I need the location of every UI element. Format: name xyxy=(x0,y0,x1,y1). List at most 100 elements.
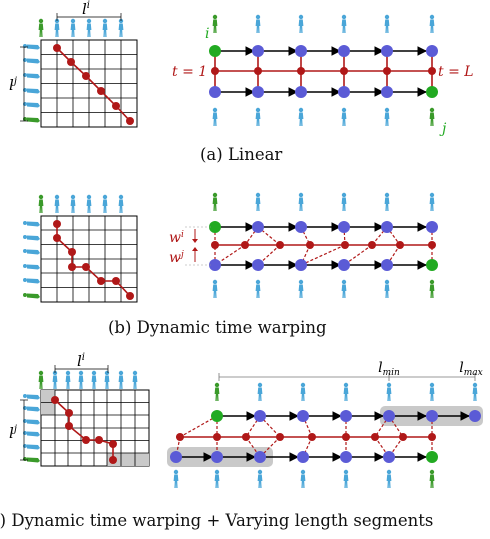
person-figure-icon xyxy=(386,382,392,401)
label-j: j xyxy=(439,121,447,137)
label-li: l xyxy=(82,0,87,18)
person-figure-icon xyxy=(298,192,304,211)
person-figure-icon xyxy=(118,18,124,37)
person-figure-icon xyxy=(429,279,435,298)
label-wj: w xyxy=(169,250,181,266)
person-figure-icon xyxy=(429,382,435,401)
svg-text:lj: lj xyxy=(9,76,17,94)
person-figure-icon xyxy=(23,58,40,64)
svg-text:li: li xyxy=(82,0,90,18)
person-figure-icon xyxy=(298,107,304,126)
label-tL: t = L xyxy=(438,64,474,80)
person-figure-icon xyxy=(212,14,218,34)
matrix-a: li lj xyxy=(9,0,138,128)
person-figure-icon xyxy=(23,278,40,284)
person-figure-icon xyxy=(300,469,306,488)
person-figure-icon xyxy=(255,107,261,126)
sequence-b: wi wj xyxy=(169,192,438,298)
person-figure-icon xyxy=(52,370,58,389)
person-figure-icon xyxy=(341,14,347,34)
person-figure-icon xyxy=(341,107,347,126)
svg-text:li: li xyxy=(77,352,85,370)
person-figure-icon xyxy=(386,469,392,488)
person-figure-icon xyxy=(384,107,390,126)
caption-a: (a) Linear xyxy=(200,145,283,164)
label-li-c: l xyxy=(77,352,82,370)
person-figure-icon xyxy=(78,370,84,389)
person-figure-icon xyxy=(212,192,218,211)
person-figure-icon xyxy=(257,469,263,488)
person-figure-icon xyxy=(102,18,108,37)
person-figure-icon xyxy=(341,192,347,211)
person-figure-icon xyxy=(212,107,218,126)
person-figure-icon xyxy=(38,370,44,389)
person-figure-icon xyxy=(104,370,110,389)
person-figure-icon xyxy=(384,14,390,34)
person-figure-icon xyxy=(70,18,76,37)
person-figure-icon xyxy=(23,73,40,79)
person-figure-icon xyxy=(23,394,40,400)
person-figure-icon xyxy=(343,382,349,401)
svg-text:wi: wi xyxy=(169,230,184,246)
person-figure-icon xyxy=(54,194,60,213)
person-figure-icon xyxy=(298,279,304,298)
person-figure-icon xyxy=(102,194,108,213)
label-wi: w xyxy=(169,230,181,246)
label-lmax: l xyxy=(459,360,463,376)
person-figure-icon xyxy=(65,370,71,389)
panel-a: li lj xyxy=(9,0,474,137)
panel-b: wi wj xyxy=(23,192,438,303)
person-figure-icon xyxy=(23,444,40,450)
person-figure-icon xyxy=(429,14,435,34)
sequence-c: lmin lmax xyxy=(167,360,483,488)
matrix-c: li lj xyxy=(9,352,150,467)
person-figure-icon xyxy=(38,194,44,213)
sequence-a: i j t = 1 t = L xyxy=(172,14,474,137)
caption-b: (b) Dynamic time warping xyxy=(108,318,327,337)
person-figure-icon xyxy=(255,279,261,298)
person-figure-icon xyxy=(23,406,40,412)
label-lmin: l xyxy=(378,360,382,376)
caption-c: (c) Dynamic time warping + Varying lengt… xyxy=(0,511,434,530)
person-figure-icon xyxy=(298,14,304,34)
person-figure-icon xyxy=(23,264,40,270)
person-figure-icon xyxy=(70,194,76,213)
person-figure-icon xyxy=(384,192,390,211)
person-figure-icon xyxy=(429,192,435,211)
person-figure-icon xyxy=(214,469,220,488)
svg-text:wj: wj xyxy=(169,250,184,266)
person-figure-icon xyxy=(23,117,40,123)
person-figure-icon xyxy=(173,469,179,488)
person-figure-icon xyxy=(384,279,390,298)
person-figure-icon xyxy=(23,249,40,255)
label-i: i xyxy=(205,26,209,42)
label-lj-c: l xyxy=(9,424,14,442)
person-figure-icon xyxy=(23,221,40,227)
person-figure-icon xyxy=(341,279,347,298)
person-figure-icon xyxy=(23,88,40,94)
person-figure-icon xyxy=(38,18,44,37)
person-figure-icon xyxy=(23,431,40,437)
person-figure-icon xyxy=(23,419,40,425)
person-figure-icon xyxy=(255,192,261,211)
person-figure-icon xyxy=(118,194,124,213)
person-figure-icon xyxy=(86,194,92,213)
svg-text:lj: lj xyxy=(9,424,17,442)
panel-c: li lj lmin lmax xyxy=(9,352,483,488)
person-figure-icon xyxy=(214,382,220,401)
person-figure-icon xyxy=(212,279,218,298)
matrix-b xyxy=(23,194,138,303)
person-figure-icon xyxy=(472,382,478,401)
svg-text:lmin: lmin xyxy=(378,360,400,378)
person-figure-icon xyxy=(23,293,40,299)
svg-text:lmax: lmax xyxy=(459,360,482,378)
person-figure-icon xyxy=(23,102,40,108)
person-figure-icon xyxy=(86,18,92,37)
person-figure-icon xyxy=(91,370,97,389)
person-figure-icon xyxy=(54,18,60,37)
person-figure-icon xyxy=(343,469,349,488)
person-figure-icon xyxy=(429,469,435,488)
person-figure-icon xyxy=(255,14,261,34)
